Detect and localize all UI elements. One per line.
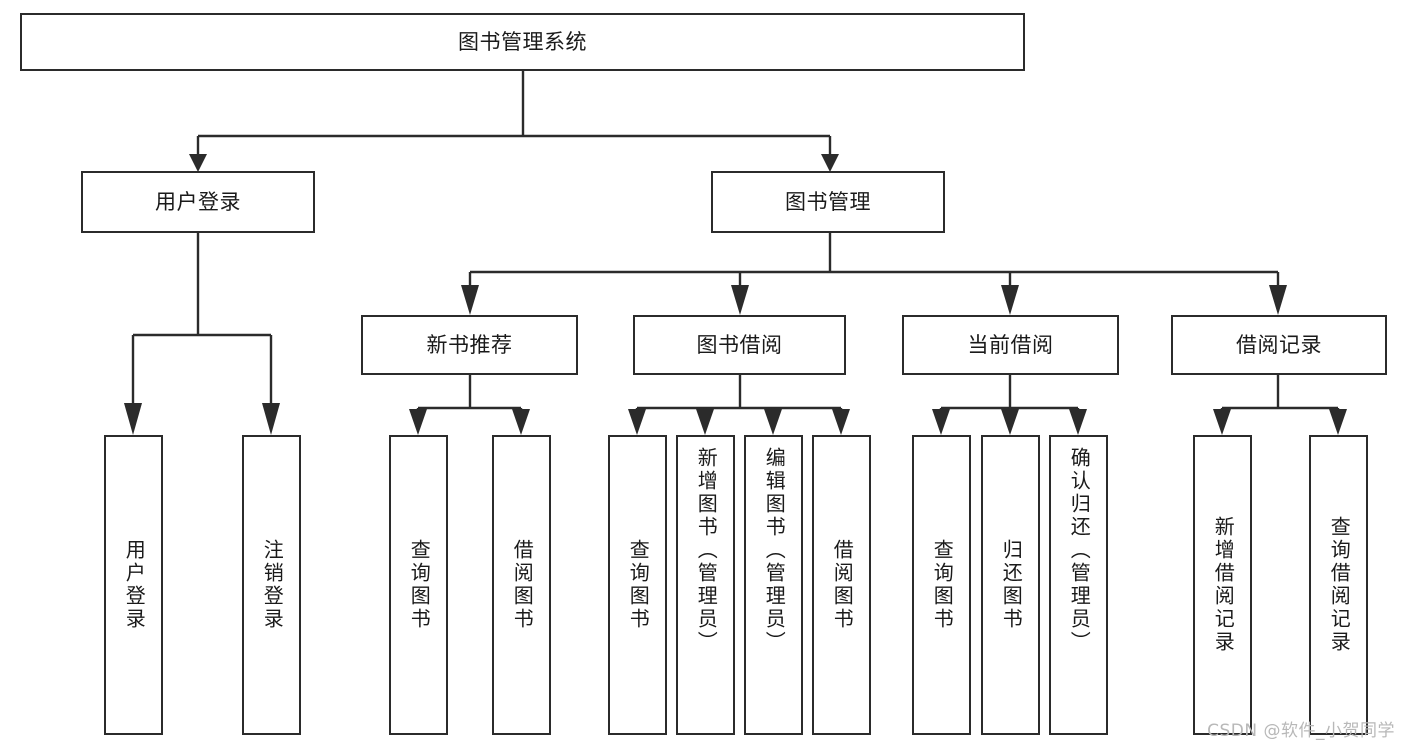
node-new-book-recommend[interactable]: 新书推荐 bbox=[361, 315, 578, 375]
node-root-label: 图书管理系统 bbox=[458, 29, 587, 54]
node-book-management-label: 图书管理 bbox=[785, 189, 871, 214]
node-current-borrow[interactable]: 当前借阅 bbox=[902, 315, 1119, 375]
arrow-book-mgmt-child-2 bbox=[731, 285, 749, 315]
leaf-current-borrow-return[interactable]: 归还图书 bbox=[981, 435, 1040, 735]
leaf-book-borrow-edit-label: 编辑图书（管理员） bbox=[762, 447, 787, 654]
leaf-book-borrow-query[interactable]: 查询图书 bbox=[608, 435, 667, 735]
leaf-borrow-record-query[interactable]: 查询借阅记录 bbox=[1309, 435, 1368, 735]
arrow-root-to-user-login bbox=[189, 154, 207, 172]
leaf-user-login-signin[interactable]: 用户登录 bbox=[104, 435, 163, 735]
arrow-user-login-child-1 bbox=[124, 403, 142, 435]
node-book-management[interactable]: 图书管理 bbox=[711, 171, 945, 233]
arrow-book-borrow-child-1 bbox=[628, 409, 646, 435]
leaf-current-borrow-query[interactable]: 查询图书 bbox=[912, 435, 971, 735]
leaf-borrow-record-add[interactable]: 新增借阅记录 bbox=[1193, 435, 1252, 735]
leaf-borrow-record-add-label: 新增借阅记录 bbox=[1211, 516, 1236, 654]
leaf-current-borrow-confirm-label: 确认归还（管理员） bbox=[1067, 447, 1092, 654]
leaf-book-borrow-add[interactable]: 新增图书（管理员） bbox=[676, 435, 735, 735]
arrow-new-book-child-1 bbox=[409, 409, 427, 435]
leaf-new-book-borrow-label: 借阅图书 bbox=[510, 539, 535, 631]
arrow-user-login-child-2 bbox=[262, 403, 280, 435]
arrow-book-mgmt-child-1 bbox=[461, 285, 479, 315]
leaf-book-borrow-borrow[interactable]: 借阅图书 bbox=[812, 435, 871, 735]
leaf-borrow-record-query-label: 查询借阅记录 bbox=[1327, 516, 1352, 654]
arrow-root-to-book-mgmt bbox=[821, 154, 839, 172]
node-user-login[interactable]: 用户登录 bbox=[81, 171, 315, 233]
node-book-borrow[interactable]: 图书借阅 bbox=[633, 315, 846, 375]
arrow-new-book-child-2 bbox=[512, 409, 530, 435]
leaf-user-login-signin-label: 用户登录 bbox=[122, 539, 147, 631]
node-user-login-label: 用户登录 bbox=[155, 189, 241, 214]
leaf-book-borrow-borrow-label: 借阅图书 bbox=[830, 539, 855, 631]
leaf-user-login-signout-label: 注销登录 bbox=[260, 539, 285, 631]
node-root[interactable]: 图书管理系统 bbox=[20, 13, 1025, 71]
leaf-current-borrow-return-label: 归还图书 bbox=[999, 539, 1024, 631]
leaf-new-book-query-label: 查询图书 bbox=[407, 539, 432, 631]
arrow-borrow-record-child-2 bbox=[1329, 409, 1347, 435]
leaf-current-borrow-query-label: 查询图书 bbox=[930, 539, 955, 631]
arrow-book-borrow-child-3 bbox=[764, 409, 782, 435]
leaf-user-login-signout[interactable]: 注销登录 bbox=[242, 435, 301, 735]
node-borrow-record-label: 借阅记录 bbox=[1236, 332, 1322, 357]
arrow-current-borrow-child-3 bbox=[1069, 409, 1087, 435]
arrow-book-borrow-child-4 bbox=[832, 409, 850, 435]
leaf-book-borrow-query-label: 查询图书 bbox=[626, 539, 651, 631]
arrow-book-mgmt-child-3 bbox=[1001, 285, 1019, 315]
node-current-borrow-label: 当前借阅 bbox=[967, 332, 1054, 357]
leaf-book-borrow-edit[interactable]: 编辑图书（管理员） bbox=[744, 435, 803, 735]
arrow-book-mgmt-child-4 bbox=[1269, 285, 1287, 315]
arrow-borrow-record-child-1 bbox=[1213, 409, 1231, 435]
node-book-borrow-label: 图书借阅 bbox=[696, 332, 783, 357]
arrow-book-borrow-child-2 bbox=[696, 409, 714, 435]
node-new-book-recommend-label: 新书推荐 bbox=[426, 332, 513, 357]
leaf-book-borrow-add-label: 新增图书（管理员） bbox=[694, 447, 719, 654]
arrow-current-borrow-child-2 bbox=[1001, 409, 1019, 435]
leaf-new-book-query[interactable]: 查询图书 bbox=[389, 435, 448, 735]
watermark-text: CSDN @软件_小贺同学 bbox=[1207, 721, 1395, 741]
leaf-new-book-borrow[interactable]: 借阅图书 bbox=[492, 435, 551, 735]
node-borrow-record[interactable]: 借阅记录 bbox=[1171, 315, 1387, 375]
arrow-current-borrow-child-1 bbox=[932, 409, 950, 435]
leaf-current-borrow-confirm[interactable]: 确认归还（管理员） bbox=[1049, 435, 1108, 735]
